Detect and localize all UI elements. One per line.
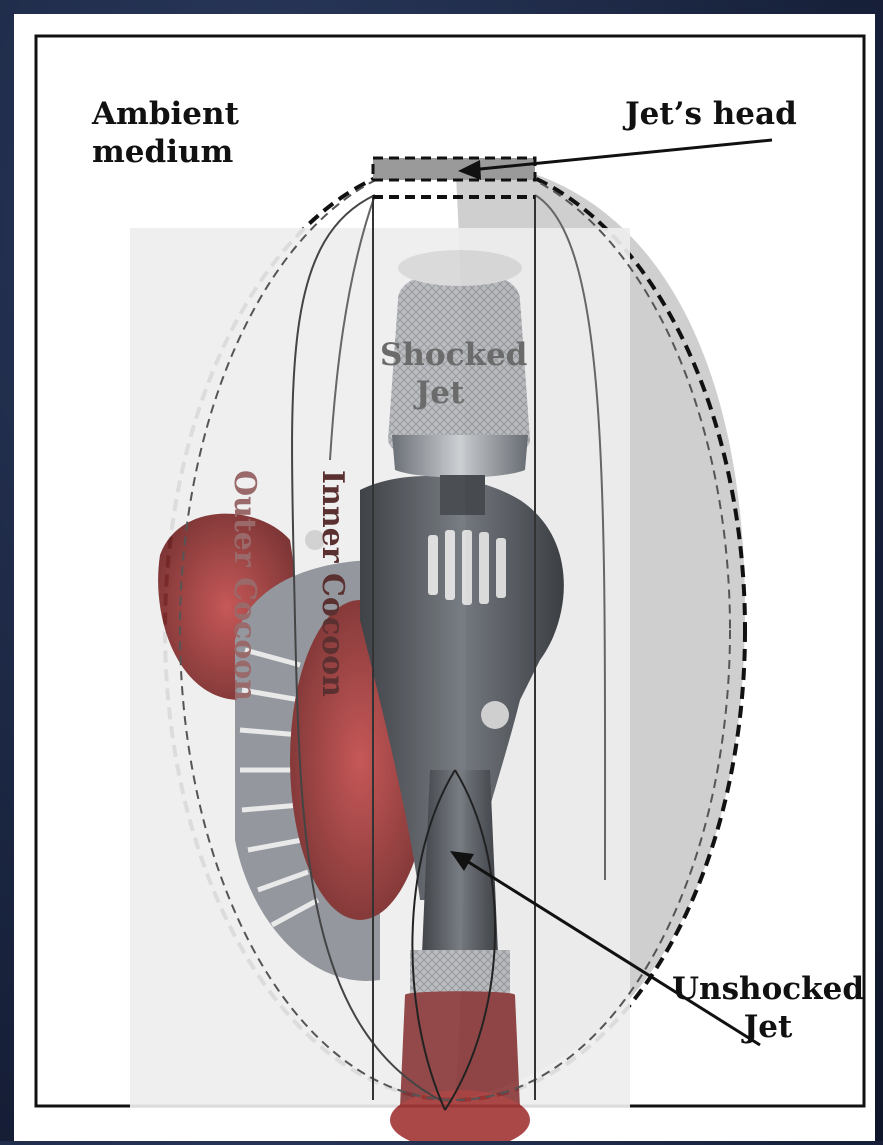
label-ambient-medium: Ambient medium (92, 95, 239, 171)
label-ambient-line1: Ambient (92, 95, 239, 133)
label-inner-cocoon: Inner Cocoon (315, 470, 350, 697)
label-unshocked-line2: Jet (668, 1008, 868, 1046)
label-ambient-line2: medium (92, 133, 239, 171)
label-shocked-line1: Shocked (380, 336, 500, 374)
label-outer-cocoon: Outer Cocoon (227, 470, 262, 701)
label-jets-head: Jet’s head (625, 95, 797, 133)
jet-head (373, 158, 535, 180)
label-unshocked-line1: Unshocked (668, 970, 868, 1008)
label-shocked-jet: Shocked Jet (380, 336, 500, 412)
label-shocked-line2: Jet (380, 374, 500, 412)
label-unshocked-jet: Unshocked Jet (668, 970, 868, 1046)
